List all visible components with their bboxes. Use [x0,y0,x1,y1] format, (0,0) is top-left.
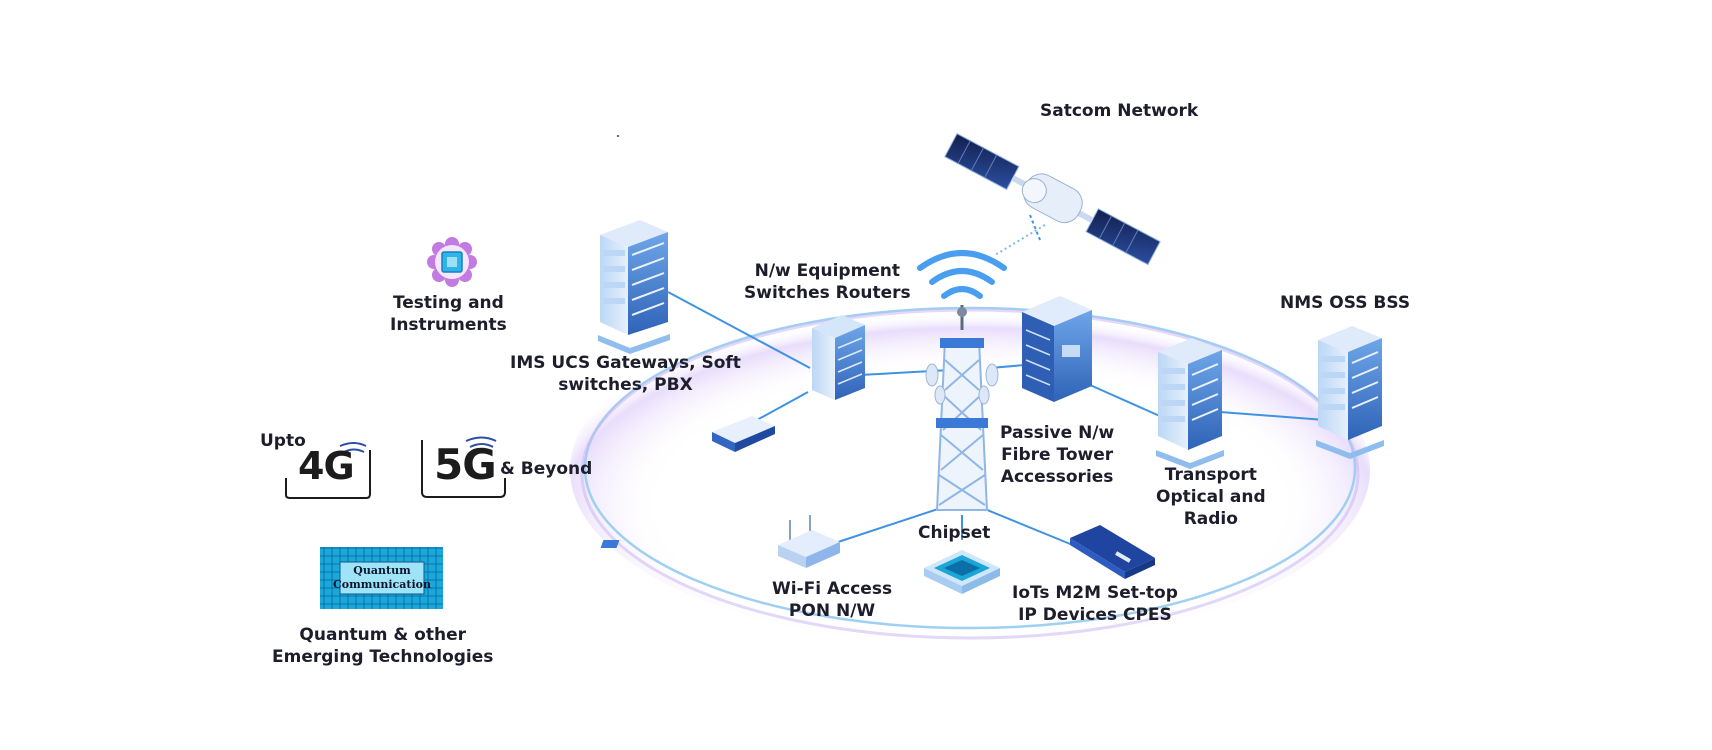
ims-server-icon [598,220,670,354]
gateway-device-icon [712,416,775,452]
testing-instruments-icon [427,237,477,287]
label-network-equipment: N/w Equipment Switches Routers [744,261,911,303]
label-transport: Transport Optical and Radio [1156,465,1266,529]
quantum-chip-text-line2: Communication [333,578,431,591]
label-passive-network: Passive N/w Fibre Tower Accessories [1000,423,1115,487]
stray-dot [617,135,619,137]
passive-network-server-icon [1022,296,1092,402]
5g-text: 5G [434,440,497,489]
label-testing-instruments: Testing and Instruments [390,293,507,335]
quantum-chip-icon [320,547,443,609]
nms-server-icon [1316,326,1384,459]
chipset-icon [924,550,1000,594]
label-iot-devices: IoTs M2M Set-top IP Devices CPES [1012,583,1178,625]
label-chipset: Chipset [918,523,991,543]
4g-text: 4G [298,444,355,488]
5g-logo [421,436,506,498]
quantum-chip-text-line1: Quantum [353,564,411,577]
label-satcom-network: Satcom Network [1040,101,1199,121]
iot-device-icon [1070,525,1155,579]
label-quantum-emerging: Quantum & other Emerging Technologies [272,625,494,667]
cell-tower-icon [917,250,1007,511]
label-nms-oss-bss: NMS OSS BSS [1280,293,1411,313]
4g-logo [285,442,371,499]
transport-server-icon [1156,338,1224,469]
label-and-beyond: & Beyond [500,459,593,479]
wifi-router-icon [600,515,840,568]
label-upto: Upto [260,431,306,451]
switch-router-icon [812,315,865,400]
label-wifi-access: Wi-Fi Access PON N/W [772,579,893,621]
satellite-icon [944,132,1161,266]
label-ims-gateways: IMS UCS Gateways, Soft switches, PBX [510,353,741,395]
